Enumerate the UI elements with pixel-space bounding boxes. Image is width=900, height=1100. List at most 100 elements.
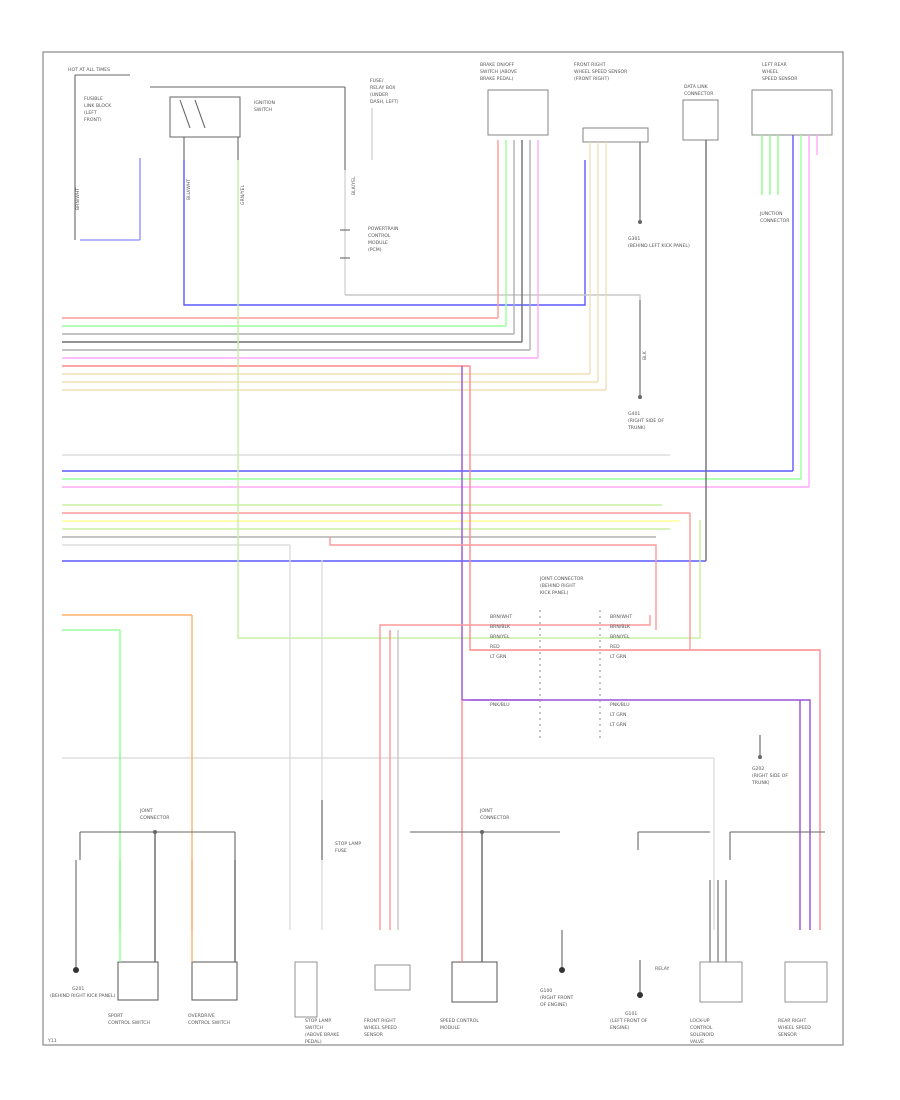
svg-text:(RIGHT FRONT: (RIGHT FRONT (540, 995, 574, 1001)
svg-text:POWERTRAIN: POWERTRAIN (368, 226, 398, 232)
svg-text:BRN/BLK: BRN/BLK (490, 624, 511, 630)
svg-text:(UNDER: (UNDER (370, 92, 389, 98)
svg-text:LT GRN: LT GRN (490, 654, 506, 660)
svg-text:FUSIBLE: FUSIBLE (84, 96, 103, 102)
svg-text:SPEED SENSOR: SPEED SENSOR (762, 76, 798, 82)
svg-text:CONTROL: CONTROL (690, 1025, 713, 1031)
svg-text:FRONT RIGHT: FRONT RIGHT (364, 1018, 396, 1024)
svg-text:FUSE: FUSE (335, 848, 347, 854)
svg-text:G201: G201 (72, 986, 84, 992)
svg-text:CONTROL SWITCH: CONTROL SWITCH (188, 1020, 230, 1026)
svg-text:LEFT REAR: LEFT REAR (762, 62, 788, 68)
svg-text:DATA LINK: DATA LINK (684, 84, 709, 90)
svg-text:SENSOR: SENSOR (778, 1032, 798, 1038)
svg-text:BRN/BLK: BRN/BLK (610, 624, 631, 630)
wire-bus (62, 317, 809, 759)
diagram-border (42, 51, 844, 1046)
svg-text:JOINT: JOINT (479, 808, 493, 814)
svg-text:G202: G202 (752, 766, 764, 772)
svg-text:BRAKE PEDAL): BRAKE PEDAL) (480, 76, 514, 82)
svg-text:(LEFT: (LEFT (84, 110, 97, 116)
svg-text:TRUNK): TRUNK) (751, 780, 770, 786)
svg-text:BRN/YEL: BRN/YEL (490, 634, 510, 640)
svg-text:CONTROL: CONTROL (368, 233, 391, 239)
svg-text:BRN/WHT: BRN/WHT (75, 188, 81, 210)
svg-text:HOT AT ALL TIMES: HOT AT ALL TIMES (68, 67, 110, 73)
svg-text:STOP LAMP: STOP LAMP (305, 1018, 331, 1024)
top-left-components: HOT AT ALL TIMES FUSIBLE LINK BLOCK (LEF… (68, 67, 399, 295)
svg-text:VALVE: VALVE (690, 1039, 704, 1045)
svg-text:GRN/YEL: GRN/YEL (240, 185, 246, 205)
bottom-components: JOINT CONNECTOR G201 (BEHIND RIGHT KICK … (50, 800, 828, 1045)
svg-text:SPORT: SPORT (108, 1013, 123, 1019)
svg-text:MODULE: MODULE (368, 240, 388, 246)
svg-text:FUSE/: FUSE/ (370, 78, 384, 84)
svg-text:(RIGHT SIDE OF: (RIGHT SIDE OF (752, 773, 788, 779)
svg-text:SOLENOID: SOLENOID (690, 1032, 714, 1038)
svg-text:G301: G301 (628, 236, 640, 242)
svg-text:WHEEL: WHEEL (762, 69, 779, 75)
svg-text:SPEED CONTROL: SPEED CONTROL (440, 1018, 479, 1024)
svg-text:RELAY: RELAY (655, 966, 670, 972)
svg-text:BRN/YEL: BRN/YEL (610, 634, 630, 640)
vertical-wires (119, 135, 821, 930)
svg-text:BRN/WHT: BRN/WHT (610, 614, 632, 620)
svg-text:JUNCTION: JUNCTION (759, 211, 783, 217)
svg-text:CONNECTOR: CONNECTOR (760, 218, 790, 224)
svg-text:DASH, LEFT): DASH, LEFT) (370, 99, 399, 105)
svg-text:MODULE: MODULE (440, 1025, 460, 1031)
svg-text:(ABOVE BRAKE: (ABOVE BRAKE (305, 1032, 339, 1038)
svg-text:RED: RED (610, 644, 620, 650)
svg-text:(BEHIND LEFT KICK PANEL): (BEHIND LEFT KICK PANEL) (628, 243, 690, 249)
svg-text:LT GRN: LT GRN (610, 722, 626, 728)
svg-text:LINK BLOCK: LINK BLOCK (84, 103, 112, 109)
svg-text:BLK/YEL: BLK/YEL (351, 176, 357, 195)
svg-text:WHEEL SPEED: WHEEL SPEED (778, 1025, 811, 1031)
svg-text:RELAY BOX: RELAY BOX (370, 85, 395, 91)
svg-text:FRONT): FRONT) (84, 117, 102, 123)
svg-text:CONNECTOR: CONNECTOR (480, 815, 510, 821)
svg-text:(BEHIND RIGHT: (BEHIND RIGHT (540, 583, 576, 589)
svg-text:BRN/WHT: BRN/WHT (490, 614, 512, 620)
svg-text:JOINT: JOINT (139, 808, 153, 814)
diagram-id: Y11 (47, 1038, 57, 1044)
svg-text:G401: G401 (628, 411, 640, 417)
svg-text:SWITCH: SWITCH (305, 1025, 323, 1031)
svg-text:(LEFT FRONT OF: (LEFT FRONT OF (610, 1018, 648, 1024)
svg-text:OVERDRIVE: OVERDRIVE (188, 1013, 215, 1019)
svg-text:RED: RED (490, 644, 500, 650)
svg-text:LT GRN: LT GRN (610, 654, 626, 660)
component-leads (75, 832, 727, 962)
svg-text:REAR RIGHT: REAR RIGHT (778, 1018, 806, 1024)
svg-text:BLU/WHT: BLU/WHT (186, 179, 192, 200)
svg-text:LOCK-UP: LOCK-UP (690, 1018, 710, 1024)
svg-text:G101: G101 (625, 1011, 637, 1017)
svg-text:TRUNK): TRUNK) (627, 425, 646, 431)
svg-text:CONNECTOR: CONNECTOR (140, 815, 170, 821)
svg-text:(PCM): (PCM) (368, 247, 382, 253)
svg-text:SWITCH: SWITCH (254, 107, 272, 113)
svg-text:G100: G100 (540, 988, 552, 994)
svg-text:CONTROL SWITCH: CONTROL SWITCH (108, 1020, 150, 1026)
svg-text:WHEEL SPEED: WHEEL SPEED (364, 1025, 397, 1031)
svg-text:STOP LAMP: STOP LAMP (335, 841, 361, 847)
svg-text:KICK PANEL): KICK PANEL) (540, 590, 569, 596)
svg-text:WHEEL SPEED SENSOR: WHEEL SPEED SENSOR (574, 69, 628, 75)
svg-text:(BEHIND RIGHT KICK PANEL): (BEHIND RIGHT KICK PANEL) (50, 993, 115, 999)
svg-text:JOINT CONNECTOR: JOINT CONNECTOR (539, 576, 584, 582)
top-right-connectors: BRAKE ON/OFF SWITCH (ABOVE BRAKE PEDAL) … (480, 62, 833, 431)
svg-text:PEDAL): PEDAL) (305, 1039, 322, 1045)
svg-text:CONNECTOR: CONNECTOR (684, 91, 714, 97)
svg-text:(RIGHT SIDE OF: (RIGHT SIDE OF (628, 418, 664, 424)
svg-text:IGNITION: IGNITION (254, 100, 275, 106)
svg-text:FRONT RIGHT: FRONT RIGHT (574, 62, 606, 68)
svg-text:PNK/BLU: PNK/BLU (610, 702, 630, 708)
svg-text:SWITCH (ABOVE: SWITCH (ABOVE (480, 69, 517, 75)
svg-text:(FRONT RIGHT): (FRONT RIGHT) (574, 76, 609, 82)
svg-text:LT GRN: LT GRN (610, 712, 626, 718)
svg-text:BLK: BLK (642, 350, 648, 360)
svg-text:SENSOR: SENSOR (364, 1032, 384, 1038)
svg-text:OF ENGINE): OF ENGINE) (540, 1002, 567, 1008)
svg-text:ENGINE): ENGINE) (610, 1025, 630, 1031)
